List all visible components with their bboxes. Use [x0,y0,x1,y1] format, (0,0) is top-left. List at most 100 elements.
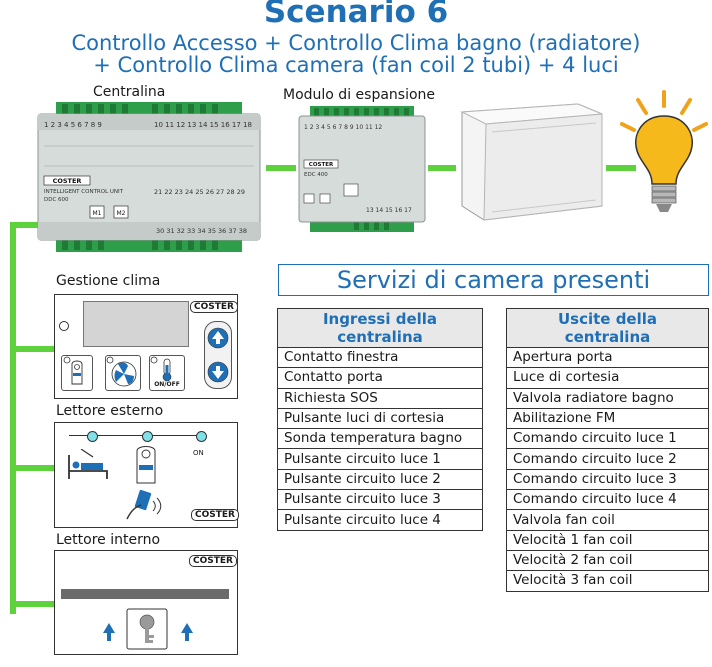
bed-icon [68,449,108,479]
table-row: Pulsante circuito luce 4 [277,509,483,531]
modulo-device: 1 2 3 4 5 6 7 8 9 10 11 12 COSTER EDC 40… [298,106,426,232]
setpoint-up-down-icon [207,327,229,383]
bus-branch-esterno [10,465,54,471]
esterno-panel: ON COSTER [54,422,239,528]
table-row: Velocità 1 fan coil [506,529,709,551]
esterno-label: Lettore esterno [56,403,164,419]
key-card-insert-icon [103,608,193,650]
table-row: Contatto porta [277,367,483,389]
fan-icon [106,356,137,387]
svg-text:1 2 3 4 5 6 7 8 9: 1 2 3 4 5 6 7 8 9 [44,121,102,129]
on-label: ON [193,449,204,457]
interno-label: Lettore interno [56,532,161,548]
card-tap-icon [126,489,162,520]
table-row: Comando circuito luce 2 [506,448,709,470]
output-item: Velocità 3 fan coil [506,570,709,592]
table-row: Comando circuito luce 1 [506,428,709,450]
clima-display [83,301,189,347]
led-indicator [196,431,207,442]
indicator-rail [69,435,205,436]
card-slot[interactable] [61,589,229,599]
bus-line-top [10,222,62,228]
input-item: Contatto porta [277,367,483,389]
table-row: Richiesta SOS [277,387,483,409]
led-indicator [87,431,98,442]
centralina-model: INTELLIGENT CONTROL UNIT [44,189,124,195]
interno-brand-logo: COSTER [189,555,237,567]
table-row: Comando circuito luce 3 [506,468,709,491]
svg-text:21 22 23 24 25 26 27 28 29: 21 22 23 24 25 26 27 28 29 [154,188,245,196]
output-item: Comando circuito luce 2 [506,448,709,470]
input-item: Pulsante circuito luce 4 [277,509,483,531]
esterno-brand-logo: COSTER [191,509,239,521]
setpoint-rocker[interactable] [204,321,232,389]
bus-branch-interno [10,601,54,607]
table-row: Pulsante luci di cortesia [277,407,483,430]
inputs-table: Ingressi della centralina Contatto fines… [277,308,483,531]
input-item: Sonda temperatura bagno [277,428,483,450]
onoff-button[interactable]: ON/OFF [149,355,185,391]
output-item: Apertura porta [506,346,709,369]
table-row: Contatto finestra [277,346,483,369]
outputs-header: Uscite della centralina [506,308,709,348]
bus-link-modulo-fancoil [428,165,456,171]
table-row: Valvola radiatore bagno [506,387,709,409]
output-item: Comando circuito luce 4 [506,489,709,511]
table-row: Velocità 2 fan coil [506,549,709,572]
bus-link-fancoil-light [606,165,636,171]
inputs-header: Ingressi della centralina [277,308,483,348]
input-item: Richiesta SOS [277,387,483,409]
modulo-label: Modulo di espansione [283,87,436,103]
bus-branch-clima [10,346,54,352]
output-item: Abilitazione FM [506,407,709,430]
clima-label: Gestione clima [56,273,161,289]
centralina-label: Centralina [93,84,166,100]
svg-text:13 14 15 16 17: 13 14 15 16 17 [366,207,412,214]
table-row: Pulsante circuito luce 3 [277,489,483,511]
port-m1-label: M1 [93,210,102,217]
svg-text:10 11 12 13 14 15 16 17 18: 10 11 12 13 14 15 16 17 18 [154,121,252,129]
table-row: Valvola fan coil [506,509,709,531]
centralina-code: DDC 600 [44,197,69,203]
table-row: Pulsante circuito luce 2 [277,468,483,491]
subtitle-line-1: Controllo Accesso + Controllo Clima bagn… [71,31,641,55]
bus-line-vertical [10,222,16,614]
input-item: Pulsante circuito luce 1 [277,448,483,470]
input-item: Pulsante circuito luce 2 [277,468,483,491]
page-title: Scenario 6 [263,0,449,30]
svg-text:30 31 32 33 34 35 36 37 38: 30 31 32 33 34 35 36 37 38 [156,227,247,235]
bus-link-centralina-modulo [266,165,296,171]
status-led [59,321,69,331]
output-item: Comando circuito luce 1 [506,428,709,450]
clima-panel: COSTER ON/OFF [54,294,238,399]
centralina-device: 1 2 3 4 5 6 7 8 9 10 11 12 13 14 15 16 1… [37,102,261,252]
table-row: Abilitazione FM [506,407,709,430]
table-row: Velocità 3 fan coil [506,570,709,592]
interno-panel: COSTER [54,550,238,655]
output-item: Valvola fan coil [506,509,709,531]
input-item: Pulsante circuito luce 3 [277,489,483,511]
presence-button[interactable] [61,355,93,391]
port-m2-label: M2 [117,210,126,217]
input-item: Contatto finestra [277,346,483,369]
table-row: Comando circuito luce 4 [506,489,709,511]
output-item: Velocità 2 fan coil [506,549,709,572]
modulo-brand: COSTER [309,162,334,168]
services-title: Servizi di camera presenti [278,264,709,296]
do-not-disturb-hanger-icon [136,446,156,484]
output-item: Valvola radiatore bagno [506,387,709,409]
outputs-table: Uscite della centralina Apertura porta L… [506,308,709,592]
output-item: Luce di cortesia [506,367,709,389]
table-row: Sonda temperatura bagno [277,428,483,450]
fan-button[interactable] [105,355,141,391]
table-row: Luce di cortesia [506,367,709,389]
input-item: Pulsante luci di cortesia [277,407,483,430]
modulo-code: EDC 400 [304,172,328,178]
onoff-label: ON/OFF [154,381,180,388]
clima-brand-logo: COSTER [190,301,238,313]
light-bulb-icon [620,90,708,212]
centralina-brand: COSTER [53,177,82,185]
fancoil-illustration [460,103,603,221]
table-row: Apertura porta [506,346,709,369]
output-item: Comando circuito luce 3 [506,468,709,491]
